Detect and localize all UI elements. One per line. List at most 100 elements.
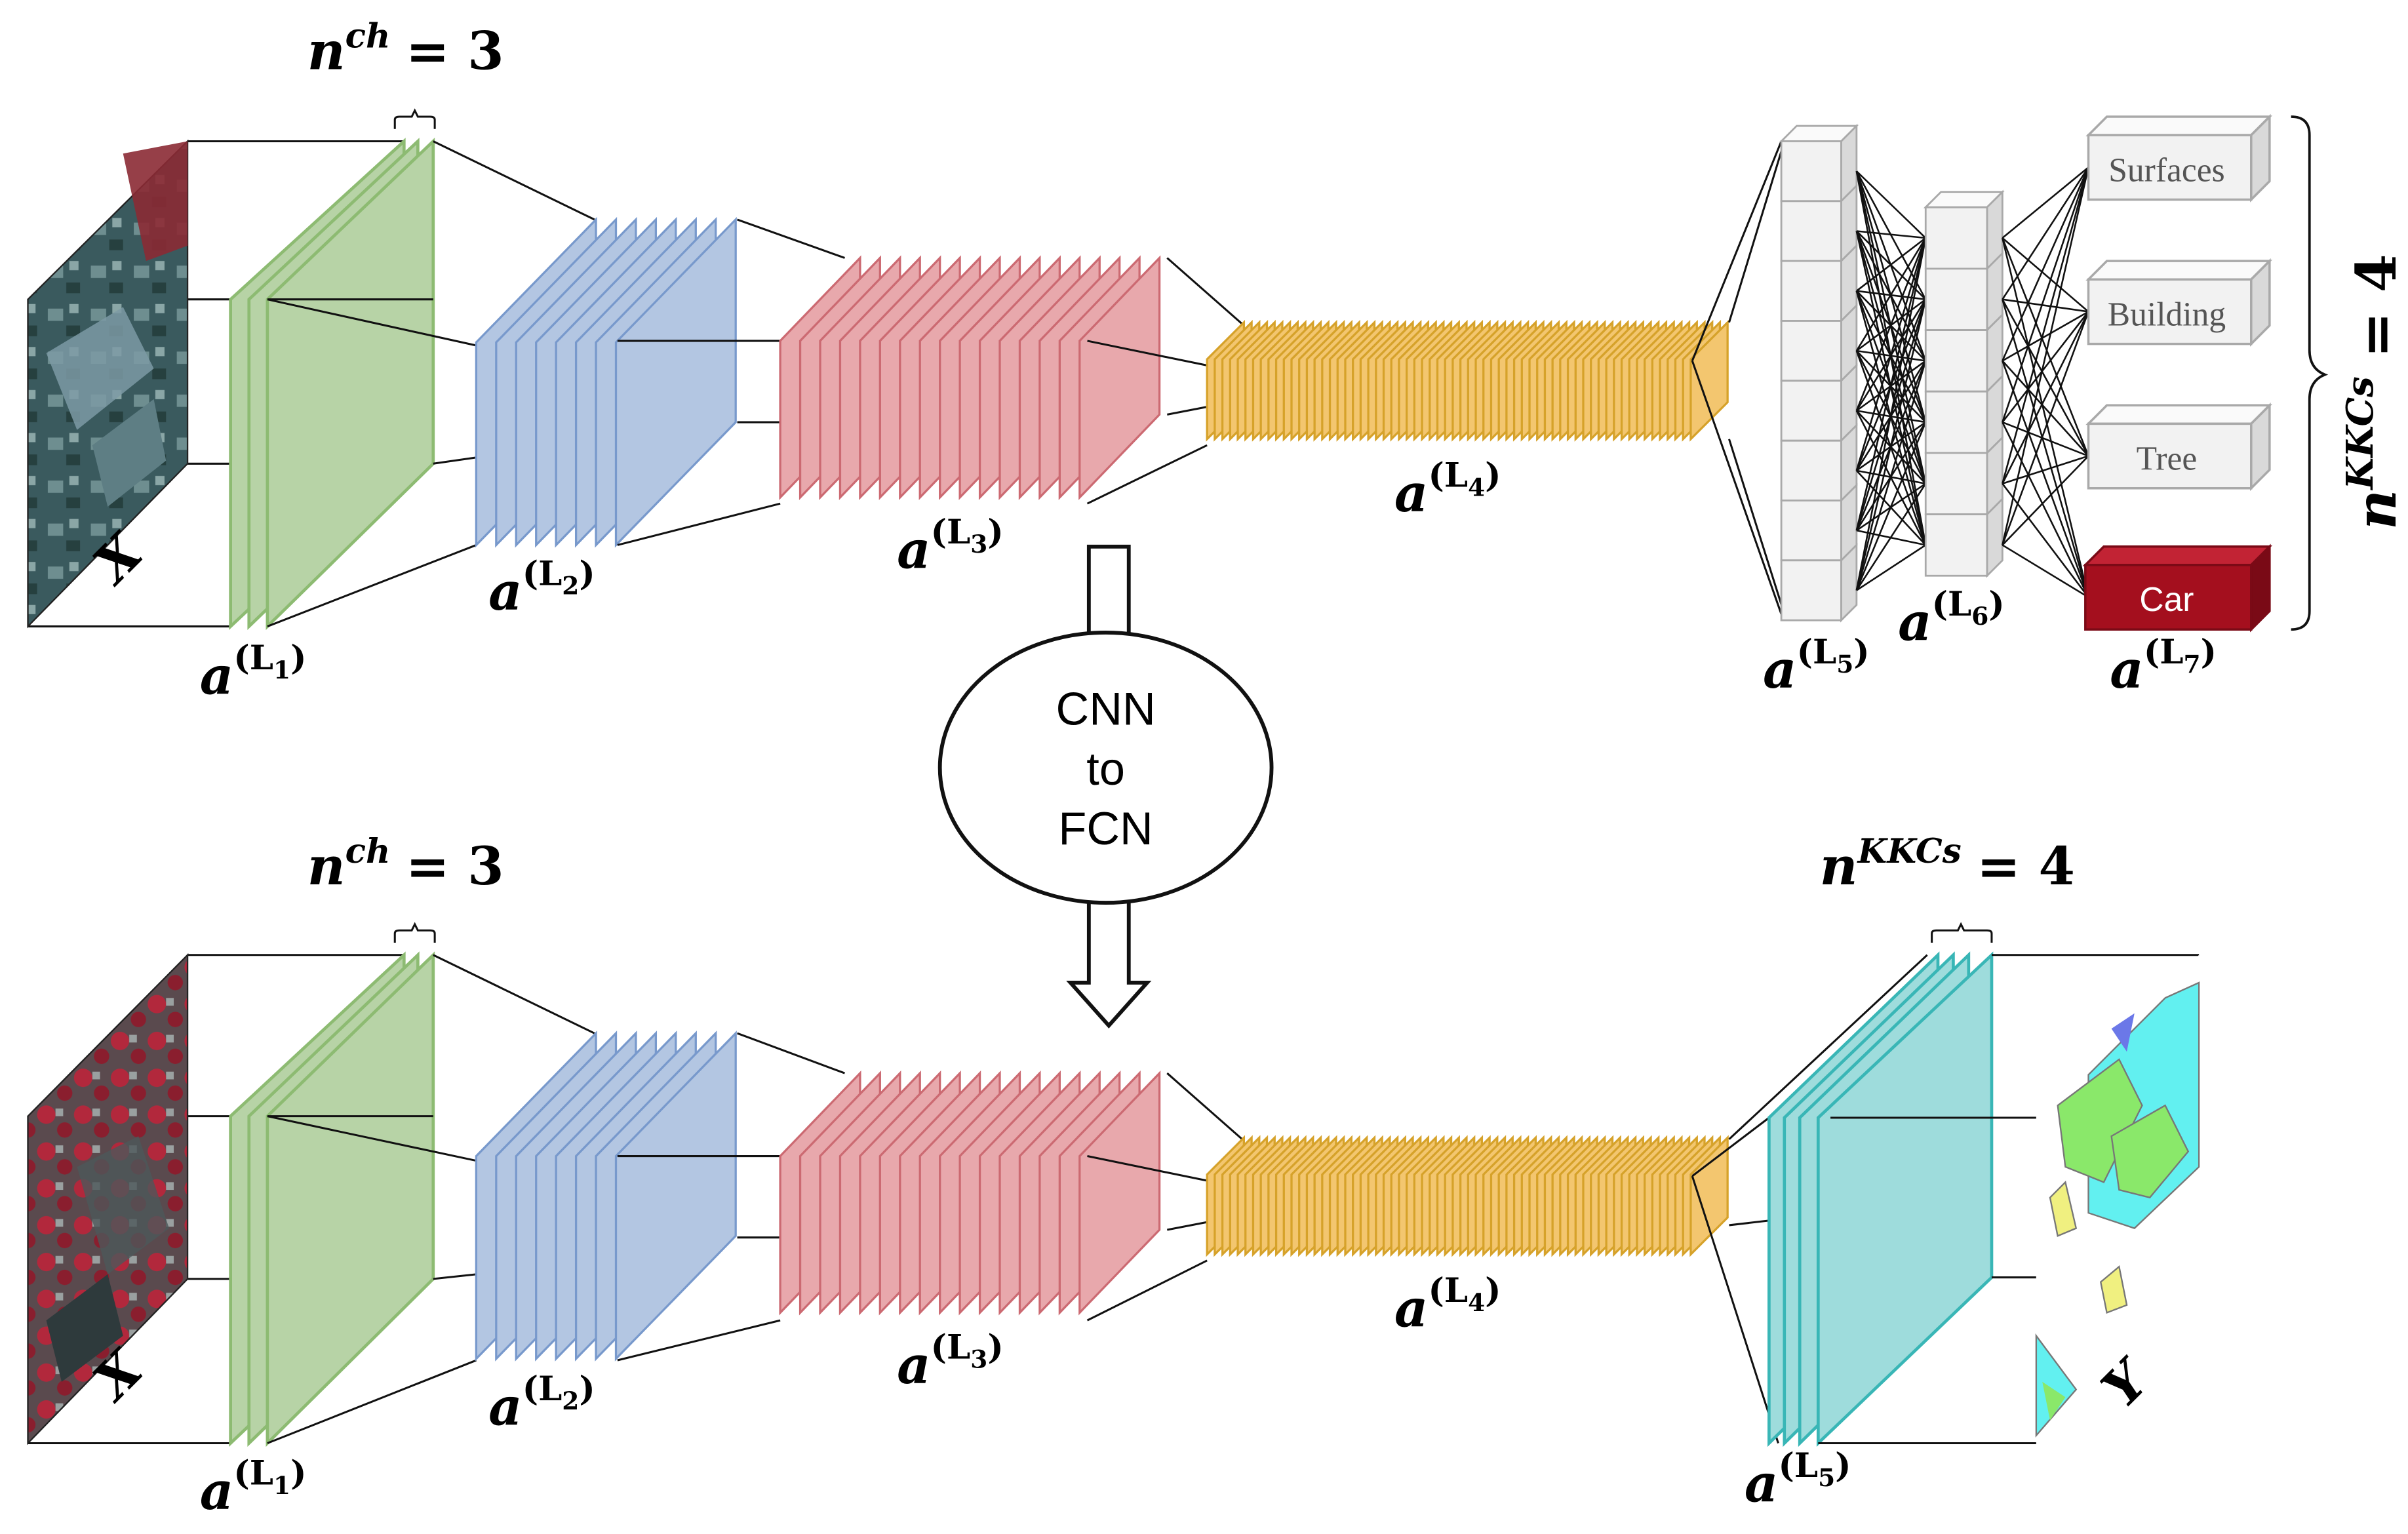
l5-l6-edge (1855, 237, 1927, 591)
top-layer-l5 (1779, 123, 1859, 623)
transform-line-1: CNN (1056, 682, 1156, 734)
top-l6-unit (1924, 513, 1988, 577)
l5-l6-edge (1856, 544, 1926, 591)
top-l2-l3-connectors (617, 218, 845, 546)
l6-l7-edge (2002, 167, 2089, 545)
top-input-image (27, 139, 189, 629)
top-l5-unit (1780, 380, 1842, 442)
bottom-label-l2: a(L2) (488, 1369, 595, 1437)
l5-l6-edge (1855, 483, 1927, 591)
bottom-layer-labels: a(L1) a(L2) a(L3) a(L4) a(L5) (200, 1271, 1851, 1522)
top-l6-unit (1924, 390, 1988, 454)
l6-l7-edge (2002, 360, 2089, 457)
top-label-l2: a(L2) (488, 554, 595, 621)
top-l4-l5-connectors (1691, 140, 1786, 615)
l5-l6-edge (1856, 237, 1927, 292)
l6-l7-edge (2002, 311, 2089, 423)
l6-l7-edge (2002, 167, 2089, 423)
class-label-tree: Tree (2137, 441, 2198, 478)
class-box-surfaces: Surfaces (2085, 113, 2273, 203)
l6-l7-edge (2002, 455, 2089, 546)
top-label-l4: a(L4) (1394, 456, 1501, 523)
l6-l7-edge (2002, 167, 2089, 300)
top-l5-unit (1780, 439, 1842, 502)
class-box-tree: Tree (2085, 403, 2273, 492)
top-l5-unit (1780, 140, 1842, 203)
top-layer-labels: a(L1) a(L2) a(L3) a(L4) a(L5) a(L6) a(L7… (200, 456, 2217, 706)
l6-l7-edge (2002, 422, 2089, 598)
bottom-l3-slice (1078, 1071, 1161, 1316)
top-classes-brace (2291, 115, 2329, 631)
bottom-layer-l4 (1206, 1135, 1729, 1257)
class-label-car: Car (2139, 580, 2194, 618)
bottom-l5-channel-brace (1931, 922, 1993, 943)
l6-l7-edge (2002, 544, 2089, 599)
top-label-l6: a(L6) (1898, 585, 2005, 652)
l5-l6-edge (1855, 361, 1927, 591)
class-label-building: Building (2108, 296, 2226, 334)
bottom-label-l3: a(L3) (897, 1328, 1004, 1396)
transform-ellipse (938, 630, 1274, 905)
bottom-output-map (2035, 954, 2200, 1444)
cnn-to-fcn-transform: CNN to FCN (938, 544, 1274, 1029)
bottom-input-image (27, 953, 189, 1446)
class-box-building: Building (2085, 258, 2273, 347)
bottom-label-l4: a(L4) (1394, 1271, 1501, 1339)
l5-l6-edge (1855, 237, 1927, 411)
top-l6-unit (1924, 452, 1988, 515)
top-l1-channel-brace (393, 108, 436, 129)
top-label-l7: a(L7) (2110, 633, 2217, 700)
bottom-layer-l2 (475, 1031, 737, 1362)
bottom-layer-l3 (779, 1071, 1161, 1316)
l6-l7-edge (2002, 237, 2089, 457)
bottom-label-l1: a(L1) (200, 1454, 307, 1522)
bottom-nch-label: nch= 3 (307, 832, 504, 897)
top-l5-unit (1780, 500, 1842, 562)
transform-line-3: FCN (1058, 802, 1153, 854)
l6-l7-edge (2002, 237, 2089, 313)
top-l4-slice (1689, 319, 1729, 442)
class-label-surfaces: Surfaces (2108, 151, 2224, 189)
top-label-l5: a(L5) (1763, 633, 1870, 700)
class-box-car: Car (2082, 543, 2273, 633)
l6-l7-edge (2002, 311, 2089, 545)
bottom-layer-l1 (229, 922, 436, 1447)
top-nch-label: nch= 3 (307, 17, 504, 82)
transform-line-2: to (1086, 743, 1125, 795)
top-l6-l7-connections (2002, 167, 2089, 599)
top-l6-unit (1924, 206, 1988, 270)
bottom-l1-l2-connectors (267, 954, 595, 1444)
top-l5-unit (1780, 559, 1842, 621)
top-l6-unit (1924, 329, 1988, 393)
bottom-network: X nch= 3 (27, 832, 2200, 1522)
top-layer-l7: Surfaces Building Tree Car (2082, 113, 2273, 633)
l5-l6-edge (1855, 170, 1927, 239)
top-label-l3: a(L3) (897, 513, 1004, 580)
top-l1-l2-connectors (267, 140, 595, 627)
bottom-l3-l4-connectors (1086, 1072, 1245, 1322)
top-label-l1: a(L1) (200, 639, 307, 706)
l6-l7-edge (2002, 167, 2089, 239)
top-l5-unit (1780, 200, 1842, 262)
l5-l6-edge (1855, 422, 1927, 591)
bottom-l5-output-connectors (1818, 954, 2200, 1445)
l5-l6-edge (1855, 237, 1927, 351)
l6-l7-edge (2002, 237, 2089, 598)
l6-l7-edge (2002, 482, 2089, 598)
l6-l7-edge (2002, 298, 2089, 313)
bottom-l1-channel-brace (393, 922, 436, 943)
bottom-layer-l5 (1767, 922, 1994, 1447)
l5-l6-edge (1855, 299, 1927, 591)
top-l3-slice (1078, 255, 1161, 500)
l6-l7-edge (2002, 311, 2089, 484)
top-l2-slice (614, 216, 737, 548)
l5-l6-edge (1855, 237, 1927, 471)
bottom-nkkcs-label: nKKCs= 4 (1820, 832, 2075, 897)
top-l5-unit (1780, 320, 1842, 382)
top-layer-l4 (1206, 319, 1729, 442)
top-nkkcs-label: nKKCs= 4 (2339, 254, 2408, 530)
top-layer-l1 (229, 108, 436, 631)
l6-l7-edge (2002, 167, 2089, 361)
